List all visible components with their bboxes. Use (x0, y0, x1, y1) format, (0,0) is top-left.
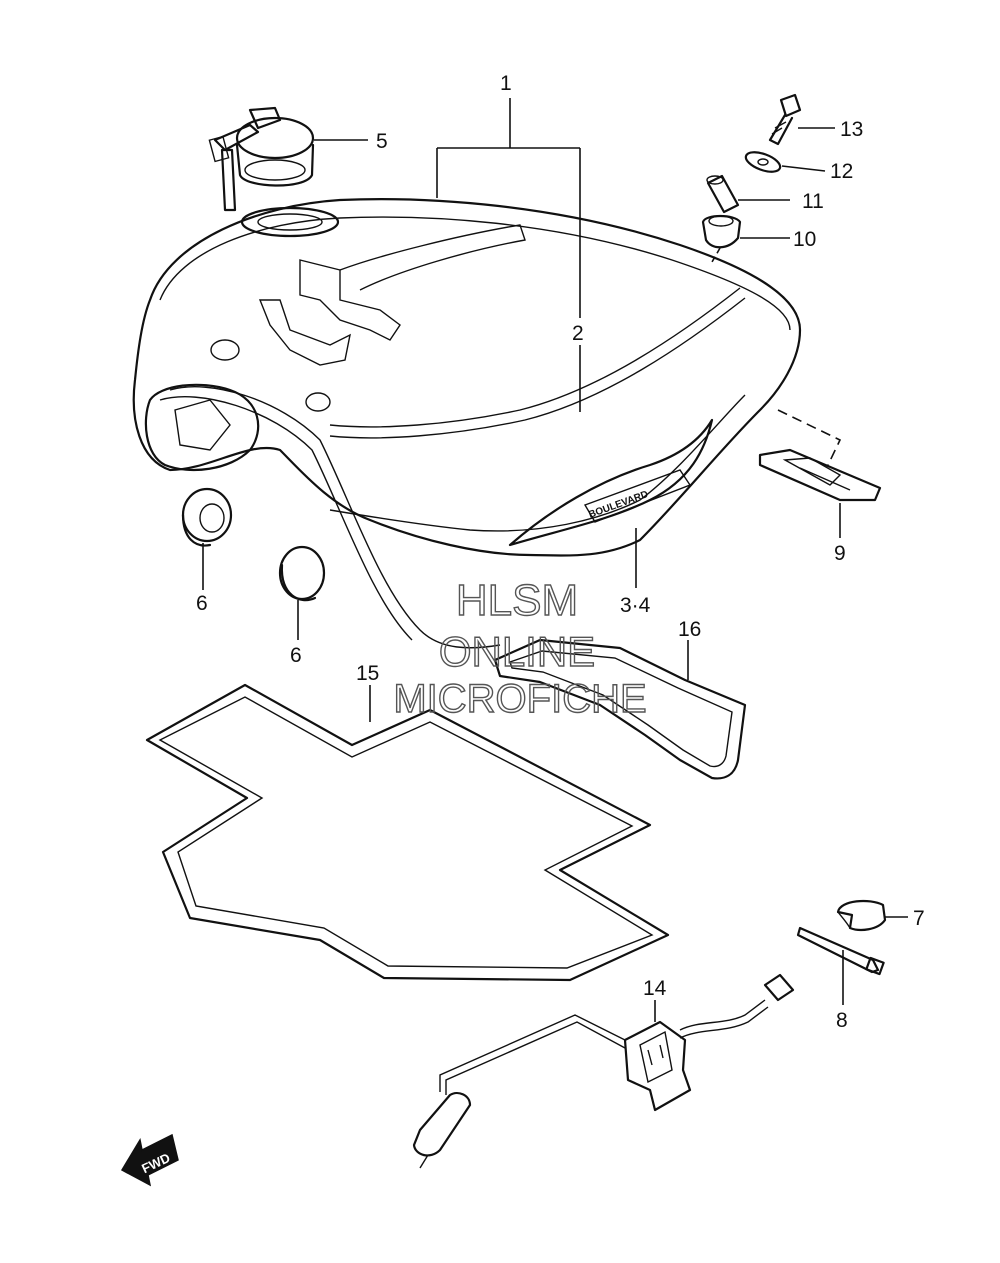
callout-6b: 6 (290, 644, 302, 667)
tank-emblem[interactable]: BOULEVARD (508, 418, 714, 547)
callout-7: 7 (913, 907, 925, 930)
watermark-line-3: MICROFICHE (393, 677, 646, 721)
watermark: HLSM ONLINE MICROFICHE (393, 575, 648, 721)
tank-cushion-1[interactable] (181, 487, 233, 547)
callout-13: 13 (840, 118, 863, 141)
callout-14: 14 (643, 977, 667, 1000)
tank-seal[interactable] (493, 638, 747, 780)
callout-11: 11 (802, 190, 824, 213)
callout-6a: 6 (196, 592, 208, 615)
callout-9: 9 (834, 542, 846, 565)
collar[interactable] (706, 174, 740, 214)
clamp[interactable] (836, 899, 887, 931)
callout-16: 16 (678, 618, 701, 641)
washer[interactable] (743, 148, 782, 175)
callout-5: 5 (376, 130, 388, 153)
tank-cushion-2[interactable] (278, 545, 326, 602)
tank-mount-cushion[interactable] (701, 214, 742, 263)
callout-10: 10 (793, 228, 816, 251)
watermark-line-1: HLSM (456, 576, 578, 625)
fuel-cap[interactable] (208, 106, 315, 212)
callout-2: 2 (572, 322, 584, 345)
forward-direction-arrow: FWD (120, 1133, 179, 1187)
callout-labels: 1 2 3·4 5 6 6 7 8 9 10 11 12 13 14 15 16 (196, 72, 925, 1032)
watermark-line-2: ONLINE (439, 628, 595, 675)
callout-8: 8 (836, 1009, 848, 1032)
callout-12: 12 (830, 160, 853, 183)
bolt[interactable] (768, 93, 802, 146)
callout-15: 15 (356, 662, 379, 685)
fuel-tank[interactable] (132, 198, 802, 649)
callout-3-4: 3·4 (620, 594, 651, 617)
leader-lines (202, 98, 908, 1022)
cable-tie[interactable] (796, 926, 885, 976)
callout-1: 1 (500, 72, 512, 95)
fuel-level-gauge[interactable] (412, 973, 795, 1169)
tank-cover-sheet[interactable] (145, 683, 670, 982)
rear-bracket[interactable] (758, 409, 882, 502)
